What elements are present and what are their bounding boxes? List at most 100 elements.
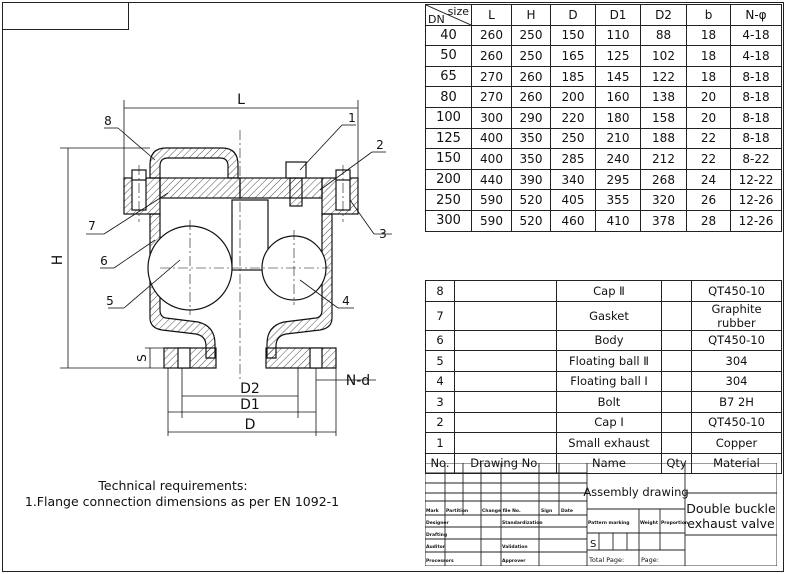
bom-qty (661, 329, 692, 351)
bom-material: QT450-10 (691, 411, 782, 433)
size-cell: 260 (471, 45, 512, 67)
corner-diagonal (426, 5, 471, 25)
size-cell: 440 (471, 168, 512, 191)
size-cell: 240 (595, 148, 641, 170)
size-cell: 28 (686, 209, 731, 232)
size-cell: 24 (686, 168, 731, 191)
size-cell: 22 (686, 127, 731, 150)
dn-cell: 65 (425, 65, 472, 88)
size-cell: 250 (511, 45, 551, 67)
bom-material: QT450-10 (691, 280, 782, 302)
size-cell: 18 (686, 24, 731, 47)
size-cell: 260 (511, 65, 551, 88)
size-cell: 350 (511, 127, 551, 150)
size-cell: 165 (550, 45, 596, 67)
callout-4: 4 (342, 294, 350, 308)
size-cell: 250 (550, 127, 596, 150)
size-cell: 355 (595, 189, 641, 211)
bom-no: 1 (425, 432, 455, 454)
dim-S: S (135, 354, 149, 362)
dim-Nd: N-d (346, 373, 370, 389)
dn-cell: 50 (425, 45, 472, 67)
size-cell: 405 (550, 189, 596, 211)
tb-pattern: Pattern marking (588, 520, 629, 526)
size-cell: 290 (511, 106, 551, 129)
size-cell: 26 (686, 189, 731, 211)
tb-weight: Weight (640, 520, 659, 526)
size-cell: 250 (511, 24, 551, 47)
corner-bottom: DN (428, 12, 445, 26)
size-cell: 138 (640, 86, 687, 108)
size-cell: 520 (511, 189, 551, 211)
bom-no: 7 (425, 300, 455, 331)
size-cell: 200 (550, 86, 596, 108)
size-cell: 145 (595, 65, 641, 88)
tech-req-title: Technical requirements: (97, 478, 247, 493)
bom-qty (661, 350, 692, 372)
size-cell: 180 (595, 106, 641, 129)
callout-8: 8 (104, 114, 112, 128)
size-cell: 88 (640, 24, 687, 47)
dn-cell: 100 (425, 106, 472, 129)
size-cell: 400 (471, 148, 512, 170)
bom-material: QT450-10 (691, 329, 782, 351)
tb-date: Date (561, 508, 573, 514)
bom-qty (661, 300, 692, 331)
header-N: N-φ (730, 4, 782, 26)
size-cell: 125 (595, 45, 641, 67)
cap-8 (149, 147, 239, 179)
tb-change-file: Change file No. (482, 508, 521, 514)
callout-3: 3 (379, 227, 387, 241)
tb-standardization: Standardization (502, 520, 543, 526)
size-cell: 320 (640, 189, 687, 211)
header-b: b (686, 4, 731, 26)
header-D2: D2 (640, 4, 687, 26)
size-cell: 18 (686, 65, 731, 88)
bom-qty (661, 391, 692, 413)
bom-no: 4 (425, 370, 455, 392)
size-cell: 390 (511, 168, 551, 191)
tb-proportion: Proportion (661, 520, 688, 526)
size-cell: 122 (640, 65, 687, 88)
size-cell: 20 (686, 106, 731, 129)
dim-D2: D2 (240, 381, 260, 397)
tb-title-1: Double buckle (686, 501, 776, 516)
size-cell: 400 (471, 127, 512, 150)
size-cell: 520 (511, 209, 551, 232)
bom-qty (661, 411, 692, 433)
bom-drawing (454, 391, 557, 413)
size-cell: 340 (550, 168, 596, 191)
tb-sign: Sign (541, 508, 552, 514)
bom-material: Graphite rubber (691, 300, 782, 331)
dn-cell: 250 (425, 189, 472, 211)
bom-name: Floating ball Ⅱ (556, 350, 662, 372)
size-cell: 590 (471, 189, 512, 211)
size-cell: 8-18 (730, 106, 782, 129)
size-cell: 158 (640, 106, 687, 129)
size-cell: 295 (595, 168, 641, 191)
bom-name: Bolt (556, 391, 662, 413)
tb-assembly: Assembly drawing (583, 485, 688, 499)
size-cell: 220 (550, 106, 596, 129)
size-corner: size DN (425, 4, 472, 26)
bom-name: Floating ball Ⅰ (556, 370, 662, 392)
tb-partition: Partition (446, 508, 468, 514)
tb-total-page: Total Page: (588, 556, 624, 564)
tb-validation: Validation (502, 544, 528, 550)
tb-drafting: Drafting (426, 532, 447, 538)
size-cell: 210 (595, 127, 641, 150)
dn-cell: 40 (425, 24, 472, 47)
bom-material: B7 2H (691, 391, 782, 413)
size-cell: 4-18 (730, 45, 782, 67)
